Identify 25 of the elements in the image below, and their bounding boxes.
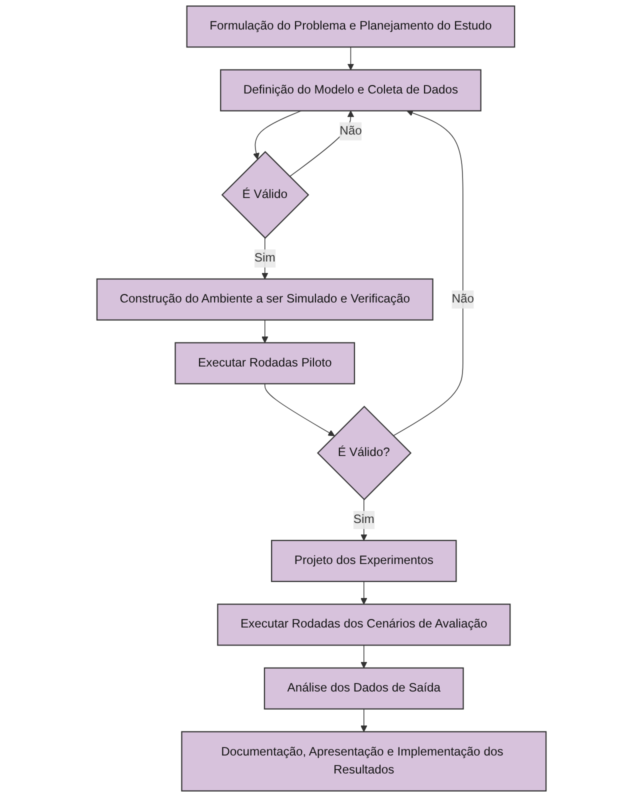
arrow <box>262 320 268 344</box>
node-box: Definição do Modelo e Coleta de Dados <box>220 69 482 112</box>
node-box: Formulação do Problema e Planejamento do Estudo <box>186 6 516 48</box>
arrow <box>360 581 368 605</box>
node-diamond: É Válido? <box>316 406 412 500</box>
arrow <box>360 644 368 668</box>
node-box: Executar Rodadas Piloto <box>174 342 356 384</box>
node-box: Executar Rodadas dos Cenários de Avaliação <box>217 604 511 646</box>
arrow <box>264 383 335 436</box>
arrow <box>392 110 464 436</box>
arrow <box>289 110 354 177</box>
arrow <box>360 708 368 732</box>
edge-label: Sim <box>353 513 374 526</box>
node-diamond: É Válido <box>221 150 310 239</box>
edge-label: Não <box>340 124 362 138</box>
arrow <box>262 238 268 280</box>
arrow <box>252 110 302 160</box>
node-box: Construção do Ambiente a ser Simulado e Verificação <box>96 278 434 321</box>
edge-label: Não <box>452 292 474 306</box>
arrow <box>347 46 354 70</box>
node-box: Análise dos Dados de Saída <box>264 667 464 710</box>
node-box: Projeto dos Experimentos <box>271 540 457 582</box>
node-box: Documentação, Apresentação e Implementação dos Resultados <box>181 731 547 792</box>
arrow <box>360 499 368 541</box>
edge-label: Sim <box>254 252 276 265</box>
